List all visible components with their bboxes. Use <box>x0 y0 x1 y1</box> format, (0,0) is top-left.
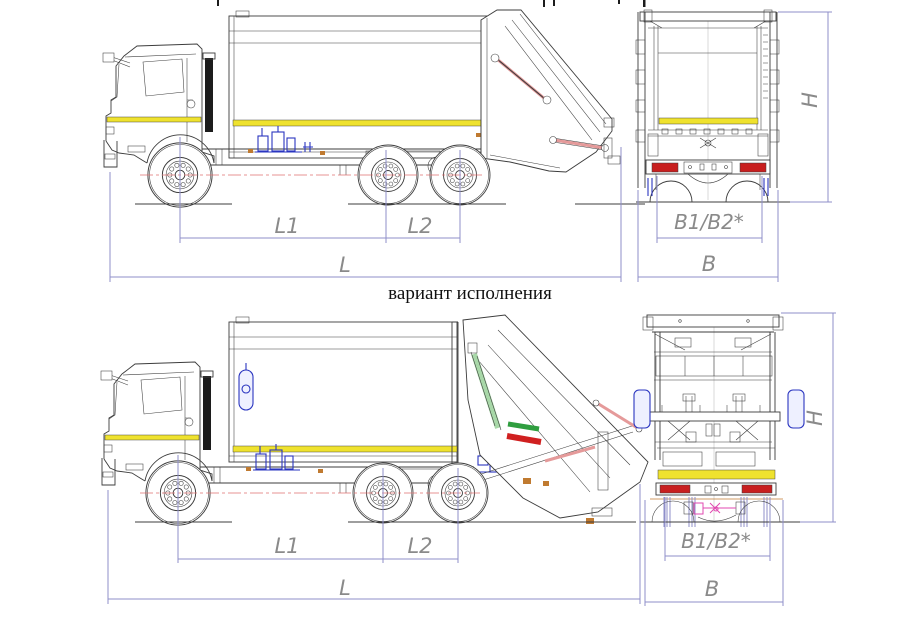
dim-label-b-bottom: B <box>705 577 719 601</box>
body-container <box>228 316 459 470</box>
dim-l1-l2-lines <box>179 137 461 243</box>
dim-label-b-top: B <box>702 252 716 276</box>
tail-light-left <box>651 162 679 173</box>
dim-label-l-bottom: L <box>339 576 351 600</box>
chassis-marker <box>246 467 251 471</box>
tailgate-open <box>462 314 649 524</box>
dim-b-lines <box>644 500 784 606</box>
dim-h-lines <box>778 11 832 203</box>
dim-l-lines <box>107 484 641 604</box>
hydraulic-cylinder-lower <box>549 136 609 152</box>
mudguard-right <box>787 389 805 429</box>
dim-b1b2-lines <box>656 176 763 243</box>
tail-light-right <box>739 162 767 173</box>
red-stripe <box>506 433 542 445</box>
dim-label-b1b2-top: B1/B2* <box>674 210 744 234</box>
clipped-title-remnants <box>217 0 646 7</box>
chassis-marker <box>476 133 482 137</box>
dim-label-l1-top: L1 <box>274 214 299 238</box>
tailgate-closed <box>480 9 621 173</box>
dimensions-bottom: L1 L2 L B1/B2* B H <box>107 312 836 606</box>
rear-yellow-stripe <box>658 117 759 125</box>
hydraulic-cylinder-upper <box>490 53 552 105</box>
green-stripe <box>507 421 540 432</box>
rear-lower-panel <box>655 447 777 496</box>
body-yellow-stripe <box>232 445 458 453</box>
dim-label-l2-bottom: L2 <box>407 534 432 558</box>
body-yellow-stripe <box>232 119 484 127</box>
hydraulic-valves <box>255 126 313 153</box>
dimensions-top: L1 L2 L B1/B2* B H <box>109 11 832 282</box>
dim-label-l-top: L <box>339 253 351 277</box>
variant-caption: вариант исполнения <box>388 283 552 304</box>
green-cylinder <box>471 353 501 429</box>
dim-b1b2-lines <box>664 497 771 561</box>
dim-label-h-bottom: H <box>803 410 827 426</box>
rear-bumper <box>645 159 771 175</box>
rear-frame <box>642 314 784 460</box>
dim-label-h-top: H <box>798 92 822 108</box>
chassis-marker <box>248 149 253 153</box>
tail-light-right <box>741 484 773 494</box>
bottom-rear-view <box>633 314 836 527</box>
top-side-view <box>102 9 645 208</box>
hazard-chevron-right <box>715 451 756 467</box>
hazard-chevron-left <box>662 451 703 467</box>
dim-h-lines <box>781 312 836 523</box>
lift-arm <box>474 399 643 483</box>
chassis-marker <box>318 469 323 473</box>
bottom-side-view <box>100 314 649 526</box>
rear-underbody <box>647 173 769 203</box>
chassis-marker <box>320 151 325 155</box>
hydraulic-tank <box>238 369 254 411</box>
dim-b-lines <box>637 190 779 282</box>
mudguard-left <box>633 389 651 429</box>
rear-axle-area <box>650 497 783 527</box>
rear-yellow-stripe <box>657 469 776 480</box>
rear-frame <box>635 9 780 188</box>
dim-label-l1-bottom: L1 <box>274 534 299 558</box>
dim-l-lines <box>109 147 622 282</box>
tail-light-left <box>659 484 691 494</box>
dim-label-b1b2-bottom: B1/B2* <box>681 529 751 553</box>
top-rear-view <box>635 9 832 203</box>
dim-label-l2-top: L2 <box>407 214 432 238</box>
dim-l1-l2-lines <box>177 455 459 563</box>
lift-mechanism <box>645 393 781 443</box>
